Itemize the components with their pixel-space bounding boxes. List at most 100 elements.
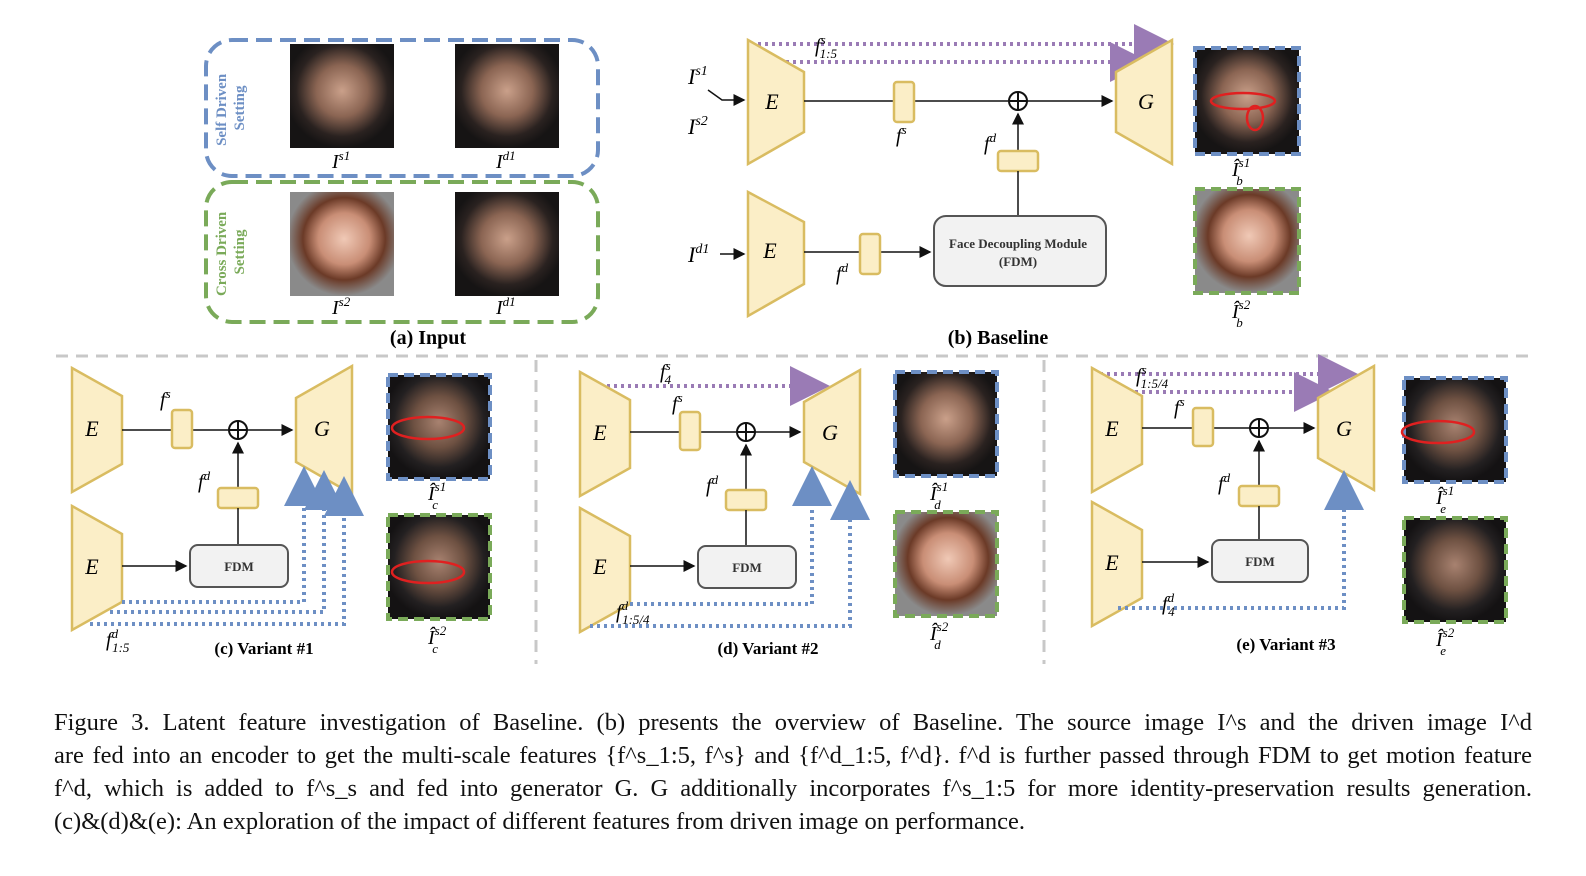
v3-caption: (e) Variant #3 <box>1236 635 1335 654</box>
svg-text:G: G <box>314 416 330 441</box>
figure-caption: Figure 3. Latent feature investigation o… <box>54 706 1532 838</box>
caption-line-3: f^d, which is added to f^s_s and fed int… <box>54 775 1532 802</box>
self-driven-box <box>204 38 600 178</box>
v1-caption: (c) Variant #1 <box>214 639 313 658</box>
svg-text:E: E <box>1104 416 1119 441</box>
baseline-caption: (b) Baseline <box>948 327 1049 349</box>
baseline-output-self <box>1193 46 1301 156</box>
svg-text:fs: fs <box>672 390 683 415</box>
svg-text:fd: fd <box>1218 470 1231 495</box>
v3-artifact-mark <box>1400 419 1476 445</box>
svg-text:fs: fs <box>160 386 171 411</box>
svg-text:fs1:5/4: fs1:5/4 <box>1136 362 1169 391</box>
cross-driven-label: Cross Driven Setting <box>214 208 248 296</box>
source-image-s1 <box>290 44 394 148</box>
svg-text:FDM: FDM <box>732 560 762 575</box>
v1-output-cross <box>386 513 492 621</box>
label-I-d1-self: Id1 <box>495 148 516 173</box>
v1-fd-block <box>216 486 260 510</box>
svg-text:fd: fd <box>198 468 211 493</box>
v1-output-self <box>386 373 492 481</box>
self-driven-label: Self Driven Setting <box>214 70 248 146</box>
driven-image-d1-cross <box>455 192 559 296</box>
v3-encoder-source <box>1090 365 1144 495</box>
baseline-encoder-driven-label: E <box>762 238 777 263</box>
v2-fd-block <box>724 488 768 512</box>
input-panel: Self Driven Setting Cross Driven Setting… <box>204 38 600 349</box>
v3-fdm-box <box>1211 539 1309 583</box>
v3-fs-block <box>1191 406 1215 448</box>
svg-text:fd4: fd4 <box>1162 590 1175 619</box>
baseline-fd-block <box>996 149 1040 173</box>
svg-text:FDM: FDM <box>1245 554 1275 569</box>
v3-output-cross <box>1402 516 1508 624</box>
v2-caption: (d) Variant #2 <box>717 639 818 658</box>
v2-skip-2 <box>590 480 870 628</box>
v2-output-cross <box>893 510 999 618</box>
v3-output-self <box>1402 376 1508 484</box>
svg-text:G: G <box>822 420 838 445</box>
v1-artifact-mark-2 <box>390 559 466 585</box>
v3-skip-driven <box>1118 470 1364 610</box>
baseline-fdm-box <box>933 215 1107 287</box>
svg-text:FDM: FDM <box>224 559 254 574</box>
baseline-fs-block <box>892 80 916 124</box>
v2-fdm-box <box>697 545 797 589</box>
baseline-fs-label: fs <box>896 122 907 147</box>
v1-skip-3 <box>90 476 364 626</box>
baseline-input-arrow-source <box>707 89 746 106</box>
baseline-input-I-d1: Id1 <box>687 242 709 267</box>
baseline-generator <box>1114 37 1174 167</box>
svg-text:fs4: fs4 <box>660 358 672 387</box>
label-I-d1-cross: Id1 <box>495 294 516 319</box>
svg-text:fs: fs <box>1174 394 1185 419</box>
v1-artifact-mark-1 <box>390 415 466 441</box>
svg-text:fd: fd <box>706 472 719 497</box>
svg-text:fd1:5/4: fd1:5/4 <box>616 598 650 627</box>
v1-skip-2 <box>110 470 344 614</box>
baseline-encoder-source-label: E <box>764 89 779 114</box>
v3-fd-block <box>1237 484 1281 508</box>
caption-line-2: are fed into an encoder to get the multi… <box>54 742 1532 769</box>
baseline-fdm-line2: (FDM) <box>999 254 1037 269</box>
v3-generator <box>1316 363 1376 493</box>
svg-text:E: E <box>1104 550 1119 575</box>
caption-line-4: (c)&(d)&(e): An exploration of the impac… <box>54 808 1025 835</box>
driven-image-d1-self <box>455 44 559 148</box>
baseline-encoder-source <box>746 37 806 167</box>
cross-driven-box <box>204 180 600 324</box>
v1-encoder-source <box>70 365 124 495</box>
v2-output-self <box>893 370 999 478</box>
svg-text:E: E <box>592 554 607 579</box>
label-I-s1: Is1 <box>331 148 350 173</box>
baseline-artifact-mark-2 <box>1245 104 1265 132</box>
baseline-artifact-mark-1 <box>1209 91 1277 111</box>
v2-fs-block <box>678 410 702 452</box>
v1-skip-1 <box>122 466 324 604</box>
svg-text:fd1:5: fd1:5 <box>106 626 130 655</box>
baseline-input-I-s2: Is2 <box>687 114 708 139</box>
baseline-input-I-s1: Is1 <box>687 64 708 89</box>
baseline-generator-label: G <box>1138 89 1154 114</box>
figure-diagram: Self Driven Setting Cross Driven Setting… <box>56 24 1534 664</box>
baseline-fd-driven-label: fd <box>836 260 849 285</box>
v1-fs-block <box>170 408 194 450</box>
label-I-s2: Is2 <box>331 294 351 319</box>
baseline-encoder-driven <box>746 189 806 319</box>
baseline-fd-driven-block <box>858 232 882 276</box>
source-image-s2 <box>290 192 394 296</box>
input-caption: (a) Input <box>390 327 466 349</box>
baseline-output-cross <box>1193 187 1301 295</box>
v2-encoder-source <box>578 369 632 499</box>
